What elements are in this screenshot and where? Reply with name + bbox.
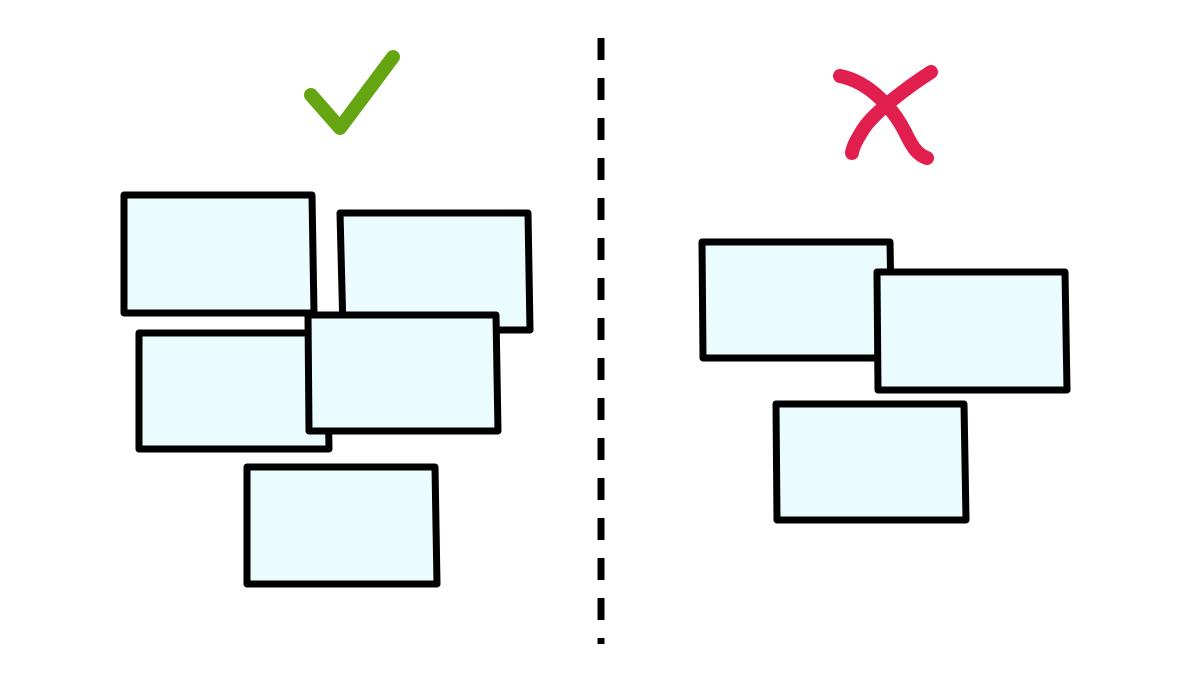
cross-stroke-2 xyxy=(845,65,938,160)
good-box-middle-left xyxy=(135,329,333,453)
good-box-middle-right xyxy=(304,311,502,435)
bad-box-group xyxy=(698,238,1071,524)
cross-stroke-1 xyxy=(833,69,934,165)
good-box-group xyxy=(120,191,534,588)
bad-box-bottom xyxy=(772,400,970,524)
good-box-top-right xyxy=(336,209,534,334)
good-box-bottom xyxy=(243,463,441,588)
good-panel xyxy=(120,50,534,588)
bad-box-right xyxy=(873,268,1071,394)
good-box-top-left xyxy=(120,191,318,317)
cross-icon xyxy=(833,65,938,165)
bad-box-top-left xyxy=(698,238,896,362)
checkmark-icon xyxy=(304,50,400,135)
bad-panel xyxy=(698,65,1071,524)
